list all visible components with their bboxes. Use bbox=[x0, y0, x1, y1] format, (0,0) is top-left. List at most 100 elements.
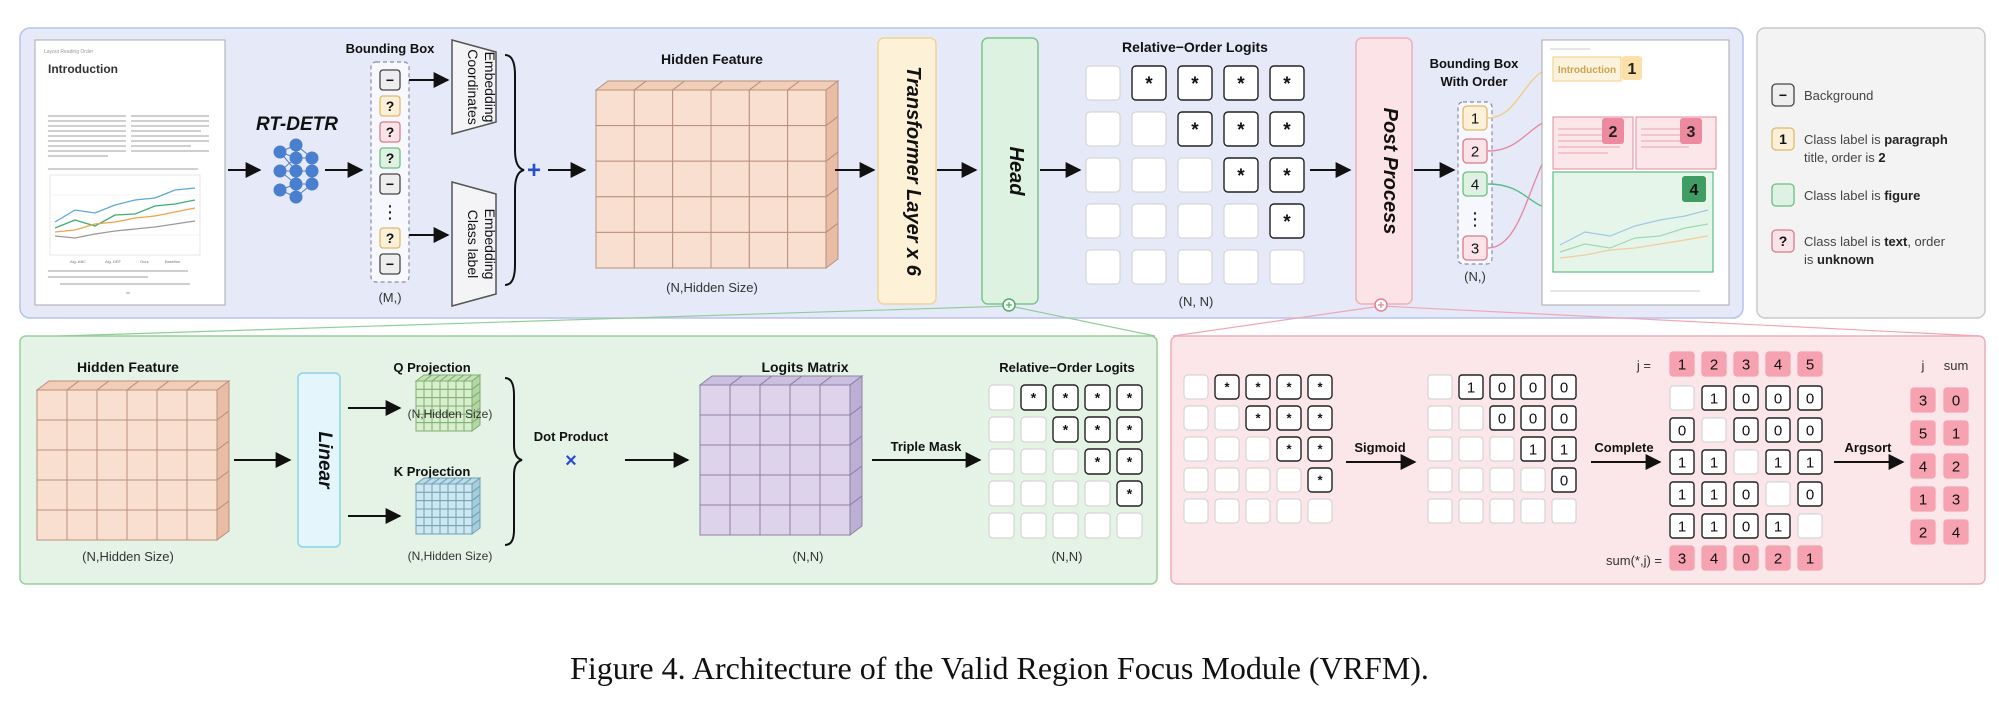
cube-front-cell bbox=[595, 196, 635, 233]
cube-front-cell bbox=[789, 414, 821, 446]
head-logit-cell-text: * bbox=[1095, 454, 1101, 470]
cube-front-cell bbox=[787, 89, 827, 127]
cube-front-cell bbox=[672, 160, 712, 198]
pp-sig-cell-text: 0 bbox=[1560, 410, 1568, 427]
legend-swatch-text: 1 bbox=[1779, 131, 1787, 147]
legend-label: is unknown bbox=[1804, 252, 1874, 267]
pp-sig-cell-text: 1 bbox=[1467, 379, 1475, 396]
cube-front-cell bbox=[463, 500, 473, 510]
head-logit-cell bbox=[1052, 512, 1079, 539]
pp-star-cell bbox=[1307, 374, 1333, 400]
dot-product-symbol: × bbox=[565, 450, 577, 472]
cube-front-cell bbox=[455, 500, 465, 510]
pp-sig-cell bbox=[1520, 374, 1546, 400]
cube-front-cell bbox=[455, 491, 465, 502]
head-logit-cell-text: * bbox=[1095, 422, 1101, 438]
top-logit-cell-text: * bbox=[1145, 74, 1153, 95]
j-index-cell-text: 5 bbox=[1806, 356, 1814, 373]
head-logits-title: Relative−Order Logits bbox=[999, 360, 1134, 375]
zoom-icon-post[interactable] bbox=[1374, 298, 1388, 312]
head-logit-cell bbox=[1116, 512, 1143, 539]
top-logit-cell-text: * bbox=[1283, 74, 1291, 95]
pp-star-cell bbox=[1307, 498, 1333, 524]
cube-front-cell bbox=[423, 397, 433, 407]
output-title-text: Introduction bbox=[1558, 65, 1616, 76]
doc-text-lines bbox=[48, 115, 209, 294]
pp-star-cell bbox=[1183, 436, 1209, 462]
cube-front-cell bbox=[66, 509, 98, 541]
bbox-ellipsis: ⋮ bbox=[381, 202, 399, 222]
pp-star-cell bbox=[1183, 467, 1209, 493]
j-index-cell bbox=[1669, 351, 1695, 377]
head-logit-cell bbox=[988, 448, 1015, 475]
bbox-column bbox=[370, 61, 410, 283]
pp-complete-cell-text: 1 bbox=[1678, 518, 1686, 535]
k-projection-dims: (N,Hidden Size) bbox=[408, 549, 493, 563]
top-logit-cell-text: * bbox=[1237, 166, 1245, 187]
cube-front-cell bbox=[787, 125, 827, 162]
result-j-cell-text: 1 bbox=[1919, 491, 1927, 508]
pp-sig-cell bbox=[1458, 498, 1484, 524]
pp-star-cell-text: * bbox=[1317, 442, 1323, 457]
bbox-item bbox=[379, 227, 401, 249]
head-logit-cell bbox=[1084, 480, 1111, 507]
cube-front-cell bbox=[431, 380, 441, 390]
pp-complete-cell bbox=[1797, 449, 1823, 475]
pp-sig-cell bbox=[1427, 436, 1453, 462]
j-index-cell bbox=[1765, 351, 1791, 377]
cube-front-cell bbox=[455, 525, 465, 535]
cube-front-cell bbox=[447, 508, 457, 518]
legend-panel bbox=[1756, 27, 1986, 319]
cube-front-cell bbox=[126, 479, 158, 511]
cube-front-cell bbox=[729, 504, 761, 536]
head-logit-cell bbox=[1084, 512, 1111, 539]
pp-complete-cell-text: 1 bbox=[1678, 486, 1686, 503]
pp-sig-cell-text: 1 bbox=[1529, 441, 1537, 458]
rtdetr-network-icon bbox=[273, 138, 319, 204]
cube-front-cell bbox=[819, 474, 851, 506]
top-logit-cell bbox=[1269, 65, 1305, 101]
pp-sig-cell bbox=[1458, 467, 1484, 493]
result-sum-cell bbox=[1943, 453, 1969, 479]
pp-sig-cell bbox=[1427, 467, 1453, 493]
cube-front-cell bbox=[463, 483, 473, 493]
head-logit-cell bbox=[1116, 448, 1143, 475]
pp-star-matrix: ********** bbox=[1183, 374, 1333, 524]
zoom-icon-head[interactable] bbox=[1002, 298, 1016, 312]
j-index-cell-text: 3 bbox=[1742, 356, 1750, 373]
cube-front-cell bbox=[439, 525, 449, 535]
pp-sig-cell bbox=[1489, 374, 1515, 400]
pp-complete-cell-text: 1 bbox=[1710, 454, 1718, 471]
cube-front-cell bbox=[66, 419, 98, 451]
pp-sig-cell bbox=[1551, 374, 1577, 400]
cube-front-cell bbox=[415, 483, 425, 493]
cube-front-cell bbox=[186, 479, 218, 511]
order-badge-2 bbox=[1602, 118, 1624, 144]
pp-complete-cell bbox=[1669, 417, 1695, 443]
result-sum-cell-text: 1 bbox=[1952, 425, 1960, 442]
result-sum-cell-text: 2 bbox=[1952, 458, 1960, 475]
logits-matrix-title: Logits Matrix bbox=[761, 359, 848, 375]
pp-complete-cell-text: 1 bbox=[1774, 454, 1782, 471]
pp-sig-cell-text: 0 bbox=[1498, 410, 1506, 427]
head-logit-cell bbox=[1020, 480, 1047, 507]
top-logit-cell-text: * bbox=[1283, 166, 1291, 187]
head-hidden-dims: (N,Hidden Size) bbox=[82, 549, 174, 564]
top-logit-cell bbox=[1131, 157, 1167, 193]
cube-front-cell bbox=[423, 491, 433, 502]
top-logit-cell-text: * bbox=[1283, 120, 1291, 141]
cube-front-cell bbox=[759, 444, 791, 476]
cube-front-cell bbox=[759, 504, 791, 536]
order-ellipsis: ⋮ bbox=[1466, 209, 1484, 229]
cube-front-cell bbox=[787, 160, 827, 198]
head-logits-matrix: ********** bbox=[988, 384, 1143, 539]
top-logit-cell bbox=[1177, 157, 1213, 193]
bbox-item bbox=[379, 253, 401, 275]
linear-block bbox=[297, 372, 341, 548]
cube-front-cell bbox=[729, 444, 761, 476]
cube-front-cell bbox=[710, 196, 750, 233]
top-logit-cell-text: * bbox=[1283, 212, 1291, 233]
cube-front-cell bbox=[463, 491, 473, 502]
top-logit-cell-text: * bbox=[1237, 120, 1245, 141]
